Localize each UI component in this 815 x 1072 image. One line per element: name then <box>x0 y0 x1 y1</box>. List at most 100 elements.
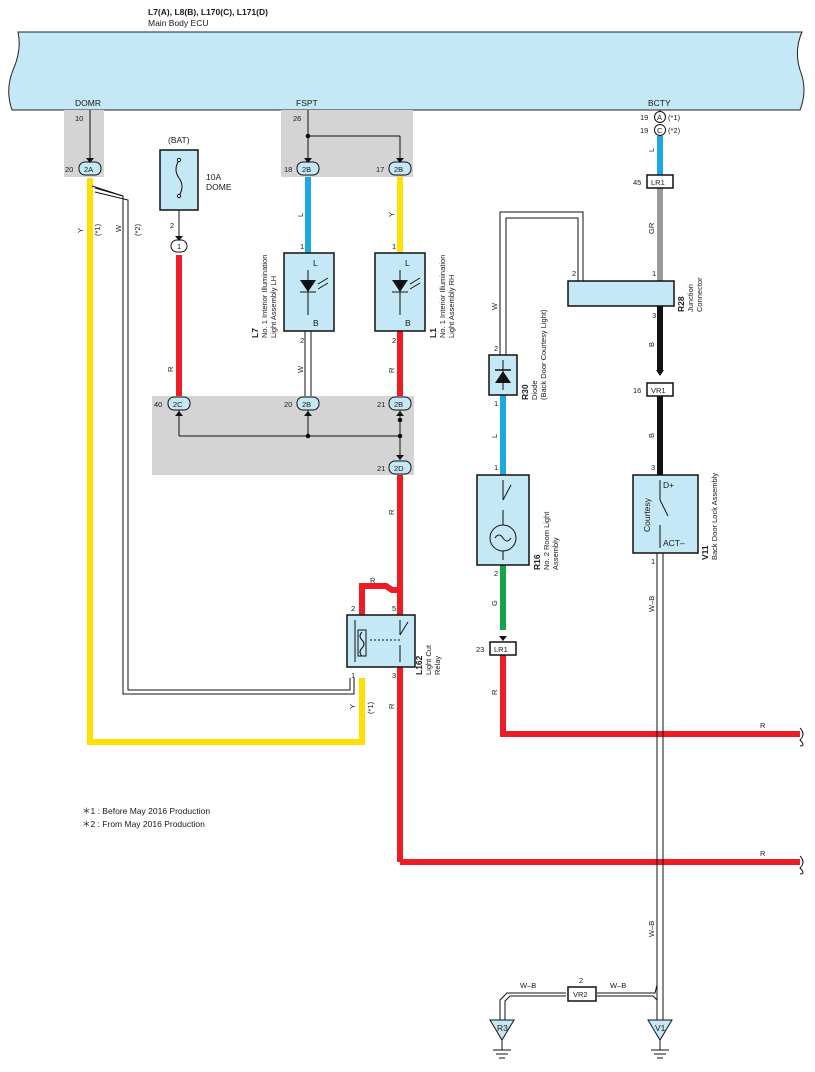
l162-name2: Relay <box>433 656 442 675</box>
fuse-label: DOME <box>206 182 232 192</box>
diode-r30 <box>488 354 518 396</box>
svg-text:17: 17 <box>376 165 384 174</box>
connector-a-bcty: A <box>654 111 666 123</box>
svg-text:1: 1 <box>300 242 304 251</box>
svg-text:2B: 2B <box>302 400 311 409</box>
svg-text:(*1): (*1) <box>668 113 681 122</box>
svg-text:VR2: VR2 <box>573 990 588 999</box>
svg-text:2: 2 <box>300 336 304 345</box>
r16-name1: No. 2 Room Light <box>542 511 551 570</box>
svg-text:2: 2 <box>170 221 174 230</box>
svg-text:G: G <box>490 600 499 606</box>
svg-text:Y: Y <box>76 228 85 233</box>
svg-text:2: 2 <box>351 604 355 613</box>
note-1: ＊1 : Before May 2016 Production <box>82 806 211 816</box>
svg-text:1: 1 <box>392 242 396 251</box>
v11-dplus: D+ <box>663 480 674 490</box>
r28-id: R28 <box>676 296 686 312</box>
r30-id: R30 <box>520 384 530 400</box>
fuse-source: (BAT) <box>168 135 190 145</box>
svg-text:B: B <box>647 433 656 438</box>
ecu-connector-list: L7(A), L8(B), L170(C), L171(D) <box>148 7 268 17</box>
ecu-title: Main Body ECU <box>148 18 208 28</box>
connector-1-fuse: 1 <box>170 239 188 253</box>
svg-text:10: 10 <box>75 114 83 123</box>
svg-text:R: R <box>760 721 766 730</box>
light-cut-relay-l162 <box>346 614 416 668</box>
l7-name2: Light Assembly LH <box>269 276 278 338</box>
terminal-fspt: FSPT <box>296 98 318 108</box>
v11-act: ACT– <box>663 538 685 548</box>
svg-text:3: 3 <box>392 671 396 680</box>
svg-text:W: W <box>114 224 123 232</box>
svg-text:2B: 2B <box>394 165 403 174</box>
svg-text:1: 1 <box>494 399 498 408</box>
svg-text:1: 1 <box>652 269 656 278</box>
svg-text:2: 2 <box>494 569 498 578</box>
note-2: ＊2 : From May 2016 Production <box>82 819 205 829</box>
svg-text:2B: 2B <box>394 400 403 409</box>
lamp-l7 <box>283 252 335 332</box>
svg-text:W: W <box>490 302 499 310</box>
lamp-l7-pin-b: B <box>313 318 319 328</box>
svg-text:(*1): (*1) <box>93 223 102 236</box>
v11-courtesy: Courtesy <box>642 497 652 532</box>
svg-text:2: 2 <box>494 344 498 353</box>
svg-text:GR: GR <box>647 222 656 234</box>
l162-id: L162 <box>414 655 424 675</box>
lamp-l7-pin-l: L <box>313 258 318 268</box>
l162-name1: Light Cut <box>424 644 433 675</box>
svg-text:Y: Y <box>348 704 357 709</box>
svg-text:16: 16 <box>633 386 641 395</box>
lamp-l1-pin-b: B <box>405 318 411 328</box>
ground-r3-label: R3 <box>497 1023 508 1033</box>
svg-text:B: B <box>647 342 656 347</box>
svg-text:2A: 2A <box>84 165 93 174</box>
svg-text:(*1): (*1) <box>366 701 375 714</box>
svg-text:2C: 2C <box>173 400 183 409</box>
ground-r3 <box>489 1019 515 1059</box>
connector-lr1-45: LR1 <box>646 174 674 189</box>
r16-name2: Assembly <box>551 537 560 570</box>
svg-text:26: 26 <box>293 114 301 123</box>
r16-id: R16 <box>532 554 542 570</box>
svg-text:2: 2 <box>572 269 576 278</box>
terminal-bcty: BCTY <box>648 98 671 108</box>
wire-yellow <box>87 178 365 745</box>
svg-text:R: R <box>490 689 499 695</box>
r28-name2: Connector <box>695 277 704 312</box>
svg-text:23: 23 <box>476 645 484 654</box>
svg-text:2B: 2B <box>302 165 311 174</box>
svg-text:20: 20 <box>65 165 73 174</box>
svg-text:2D: 2D <box>394 464 404 473</box>
svg-text:18: 18 <box>284 165 292 174</box>
l7-id: L7 <box>250 328 260 338</box>
fuse-dome <box>159 149 199 211</box>
terminal-domr: DOMR <box>75 98 101 108</box>
connector-2c: 2C <box>167 396 191 411</box>
l7-name1: No. 1 Interior Illumination <box>260 255 269 338</box>
svg-text:19: 19 <box>640 113 648 122</box>
svg-text:(*2): (*2) <box>133 223 142 236</box>
svg-text:W: W <box>296 365 305 373</box>
v11-id: V11 <box>700 545 710 560</box>
svg-text:W–B: W–B <box>520 981 536 990</box>
svg-text:21: 21 <box>377 464 385 473</box>
svg-text:R: R <box>760 849 766 858</box>
junction-connector-r28 <box>567 280 675 307</box>
svg-text:Y: Y <box>387 212 396 217</box>
lamp-l1 <box>374 252 426 332</box>
svg-text:2: 2 <box>392 336 396 345</box>
svg-text:R: R <box>387 703 396 709</box>
svg-text:W–B: W–B <box>610 981 626 990</box>
connector-2b-17: 2B <box>388 161 412 176</box>
l1-name2: Light Assembly RH <box>447 275 456 338</box>
connector-2d: 2D <box>388 460 412 475</box>
connector-vr2: VR2 <box>567 986 597 1002</box>
svg-text:20: 20 <box>284 400 292 409</box>
connector-2b-21: 2B <box>388 396 412 411</box>
connector-c-bcty: C <box>654 124 666 136</box>
connector-vr1: VR1 <box>646 382 674 397</box>
svg-text:1: 1 <box>177 242 181 251</box>
